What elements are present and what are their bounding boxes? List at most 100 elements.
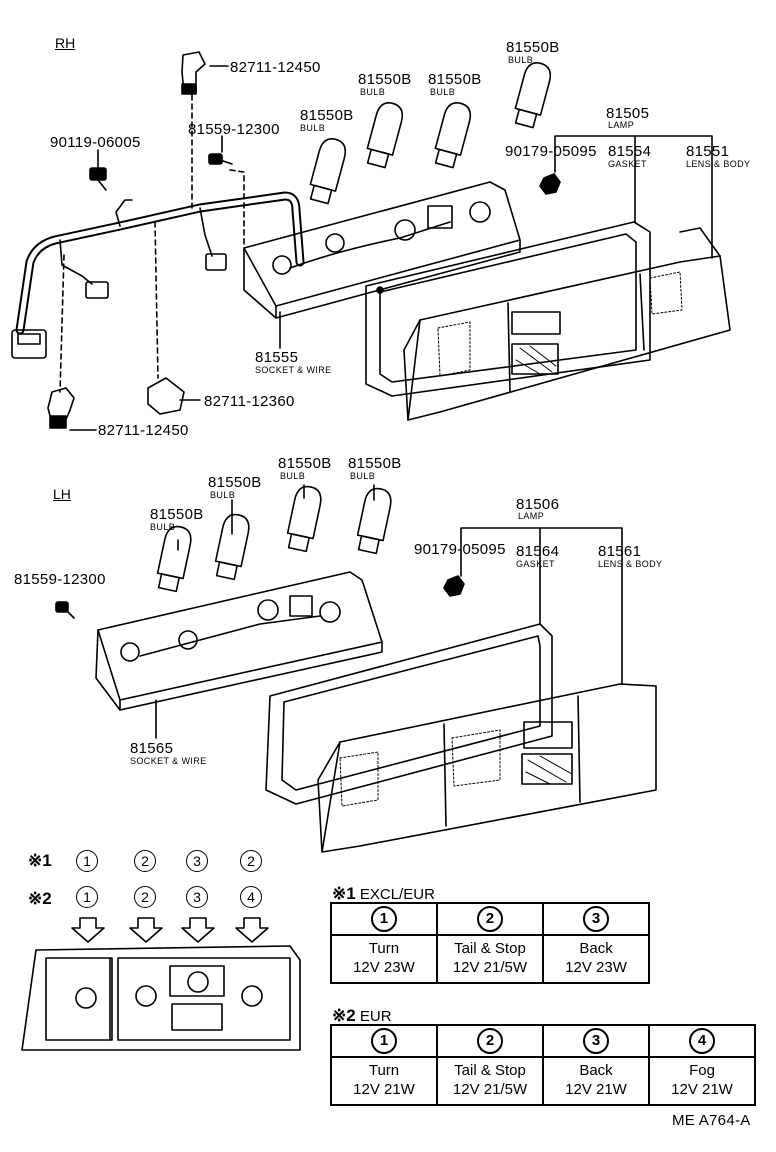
- rh-socket-number: 81555: [255, 349, 299, 366]
- lh-gasket-caption: GASKET: [516, 559, 555, 569]
- rh-gasket: [365, 221, 651, 397]
- rh-lens-caption: LENS & BODY: [686, 159, 751, 169]
- key-row1-pos1: 1: [76, 850, 98, 872]
- table1-mark: ※1: [332, 884, 356, 903]
- rh-bulb-b-caption: BULB: [360, 87, 386, 97]
- lh-bulb-c-caption: BULB: [280, 471, 306, 481]
- table2-title: ※2 EUR: [332, 1006, 392, 1026]
- rh-screw-81559-label: 81559-12300: [188, 121, 280, 138]
- table1-cell-1-name: Turn: [368, 940, 400, 958]
- rh-clip-label: 90179-05095: [505, 143, 597, 160]
- lh-bulb-a-caption: BULB: [150, 522, 176, 532]
- lh-bulb-d-caption: BULB: [350, 471, 376, 481]
- key-row1-pos4: 2: [240, 850, 262, 872]
- table1-header-2: 2: [476, 906, 503, 932]
- table2-cell-3-name: Back: [579, 1062, 613, 1080]
- lamp-face-illustration: [21, 945, 301, 1051]
- key-row2-pos3: 3: [186, 886, 208, 908]
- lh-bulb-a-number: 81550B: [150, 506, 204, 523]
- lh-screw: [55, 601, 75, 619]
- rh-section-label: RH: [55, 35, 76, 51]
- rh-connector-bottom-label: 82711-12450: [98, 422, 189, 439]
- table2-title-text: EUR: [359, 1008, 392, 1025]
- table2-cell-2-spec: 12V 21/5W: [452, 1081, 528, 1098]
- figure-code: ME A764-A: [672, 1112, 751, 1129]
- key-row1-mark: ※1: [28, 851, 52, 870]
- lh-bulbs: [156, 485, 392, 593]
- key-row2-pos4: 4: [240, 886, 262, 908]
- rh-gasket-caption: GASKET: [608, 159, 647, 169]
- table2-cell-2-name: Tail & Stop: [454, 1062, 526, 1080]
- rh-leader-lines: [59, 94, 245, 393]
- rh-callout-lines: [69, 65, 713, 431]
- lh-callout-lines: [177, 484, 623, 685]
- rh-connector-top-label: 82711-12450: [230, 59, 321, 76]
- lh-lens-caption: LENS & BODY: [598, 559, 663, 569]
- lh-lamp-number: 81506: [516, 496, 560, 513]
- table1-title-text: EXCL/EUR: [359, 886, 435, 903]
- rh-screw-81559: [208, 153, 233, 165]
- rh-connector-top: [181, 51, 206, 95]
- table2-header-2: 2: [477, 1028, 503, 1054]
- table1-header-3: 3: [583, 906, 610, 932]
- rh-socket-plate: [243, 181, 521, 319]
- table2-header-4: 4: [689, 1028, 715, 1054]
- lh-screw-label: 81559-12300: [14, 571, 106, 588]
- lh-lens-body: [317, 683, 657, 853]
- lh-lamp-caption: LAMP: [518, 511, 545, 521]
- rh-bulb-a-number: 81550B: [300, 107, 354, 124]
- rh-screw-90119: [89, 167, 107, 191]
- table2-cell-4-name: Fog: [689, 1062, 715, 1080]
- position-arrows: [71, 917, 269, 943]
- table2-cell-1-spec: 12V 21W: [353, 1081, 415, 1098]
- table1-title: ※1 EXCL/EUR: [332, 884, 435, 904]
- rh-connector-mid: [147, 377, 185, 415]
- table1-cell-2-spec: 12V 21/5W: [452, 959, 528, 976]
- rh-lens-number: 81551: [686, 143, 730, 160]
- lh-bulb-c-number: 81550B: [278, 455, 332, 472]
- rh-bulb-b-number: 81550B: [358, 71, 412, 88]
- rh-lens-body: [403, 227, 731, 421]
- rh-bulb-c-caption: BULB: [430, 87, 456, 97]
- table2-cell-1-name: Turn: [368, 1062, 400, 1080]
- key-row1-pos2: 2: [134, 850, 156, 872]
- table2-header-1: 1: [371, 1028, 397, 1054]
- table2-mark: ※2: [332, 1006, 356, 1025]
- lh-clip: [443, 575, 465, 597]
- rh-wire-harness: [11, 191, 305, 359]
- lh-section-label: LH: [53, 486, 71, 502]
- rh-bulb-d-caption: BULB: [508, 55, 534, 65]
- lh-gasket-number: 81564: [516, 543, 560, 560]
- lh-lens-number: 81561: [598, 543, 642, 560]
- rh-clip: [539, 173, 561, 195]
- table2-header-3: 3: [583, 1028, 609, 1054]
- lh-socket-plate: [95, 571, 383, 739]
- rh-bulb-a-caption: BULB: [300, 123, 326, 133]
- rh-screw-90119-label: 90119-06005: [50, 134, 141, 151]
- key-row1-pos3: 3: [186, 850, 208, 872]
- lh-clip-label: 90179-05095: [414, 541, 506, 558]
- rh-bulbs: [309, 62, 552, 205]
- table2-cell-4-spec: 12V 21W: [671, 1081, 733, 1098]
- rh-bulb-d-number: 81550B: [506, 39, 560, 56]
- lh-bulb-b-number: 81550B: [208, 474, 262, 491]
- table1-cell-3-spec: 12V 23W: [565, 959, 627, 976]
- table1-cell-2-name: Tail & Stop: [454, 940, 526, 958]
- rh-lamp-caption: LAMP: [608, 120, 635, 130]
- lh-gasket: [265, 623, 553, 805]
- table1-header-1: 1: [370, 906, 397, 932]
- rh-socket-caption: SOCKET & WIRE: [255, 365, 332, 375]
- rh-connector-mid-label: 82711-12360: [204, 393, 295, 410]
- table1-cell-1-spec: 12V 23W: [353, 959, 415, 976]
- rh-gasket-number: 81554: [608, 143, 652, 160]
